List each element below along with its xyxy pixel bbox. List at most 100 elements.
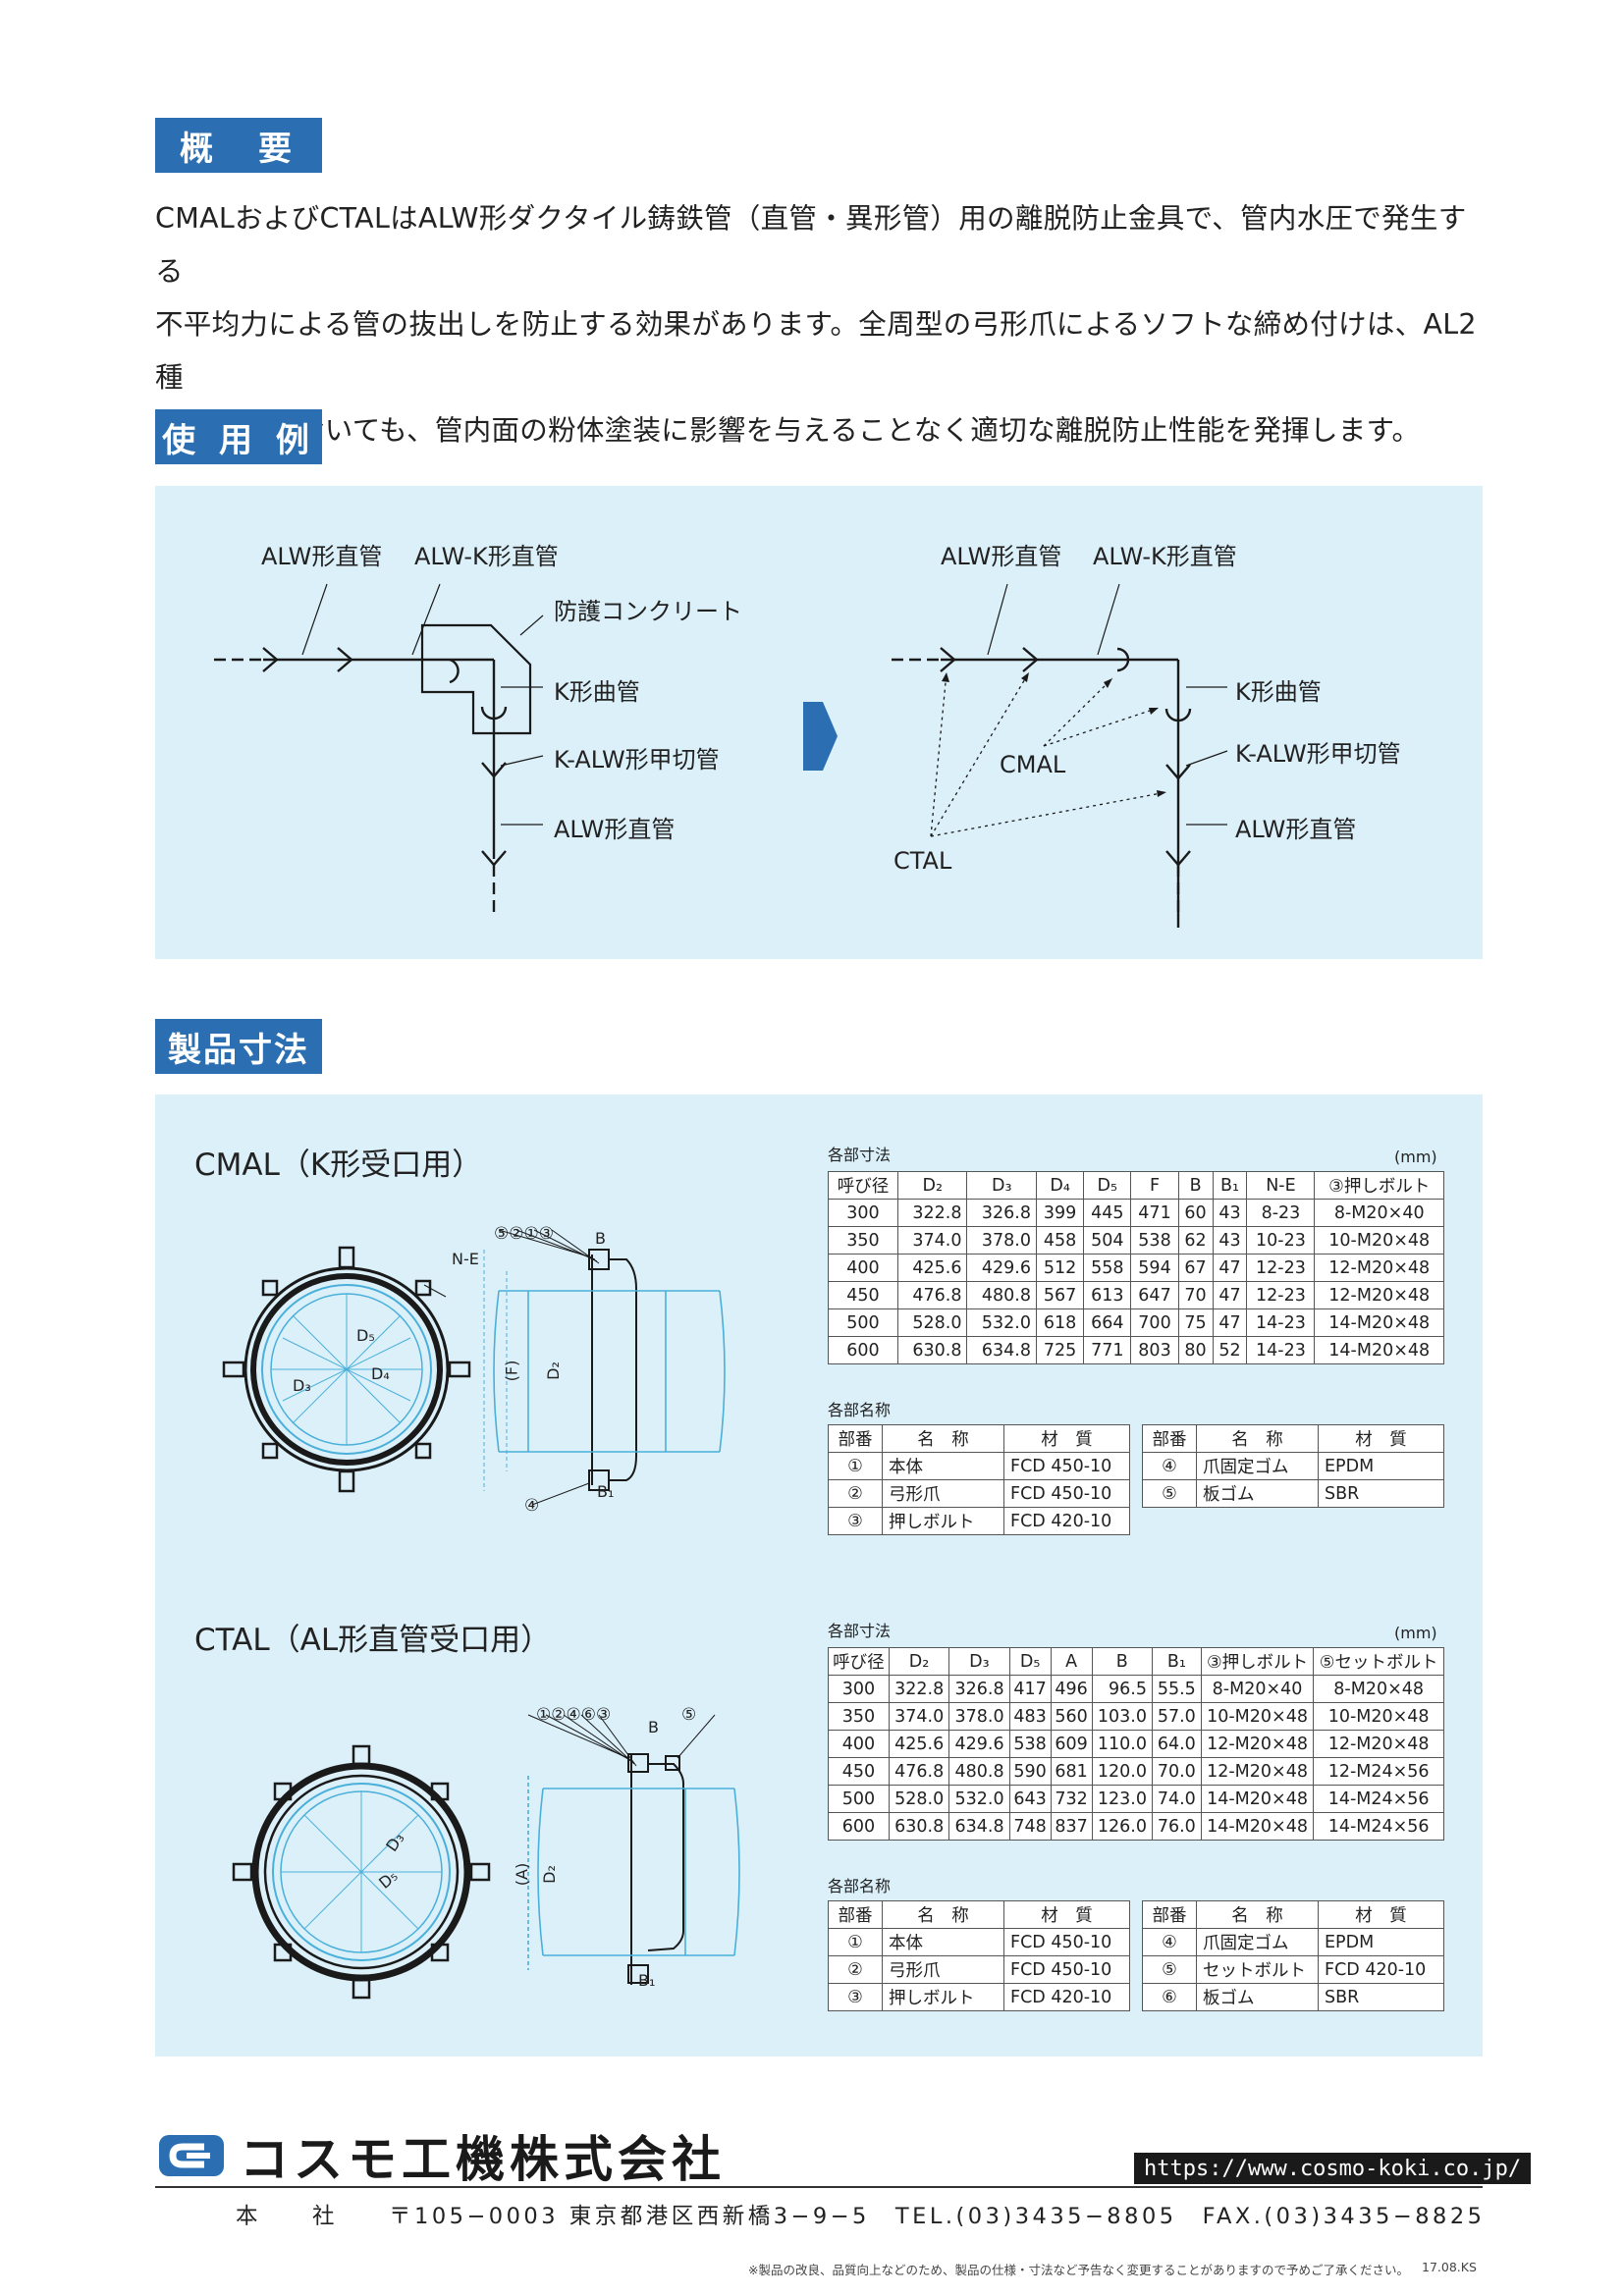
table-cell: 609: [1050, 1730, 1093, 1758]
col-header: 部番: [1142, 1424, 1197, 1453]
table-cell: 417: [1008, 1675, 1052, 1703]
table-cell: EPDM: [1318, 1452, 1444, 1480]
intro-line: CMALおよびCTALはALW形ダクタイル鋳鉄管（直管・異形管）用の離脱防止金具…: [155, 202, 1467, 288]
table-cell: ⑤: [1142, 1955, 1197, 1984]
table-cell: FCD 450-10: [1003, 1479, 1130, 1508]
ctal-label-b: B: [648, 1718, 659, 1736]
table-cell: 123.0: [1091, 1785, 1153, 1813]
section-heading-dimensions: 製品寸法: [155, 1019, 322, 1074]
col-header: D₅: [1083, 1171, 1132, 1200]
col-header: N-E: [1246, 1171, 1316, 1200]
label-concrete: 防護コンクリート: [554, 598, 742, 625]
document-code: 17.08.KS: [1422, 2260, 1477, 2274]
col-header: D₃: [948, 1647, 1010, 1676]
table-cell: 12-M20×48: [1314, 1281, 1444, 1309]
table-cell: 76.0: [1151, 1812, 1202, 1841]
table-cell: 12-M20×48: [1314, 1254, 1444, 1282]
table-cell: 630.8: [896, 1336, 968, 1364]
table-cell: 480.8: [966, 1281, 1037, 1309]
table-cell: 528.0: [888, 1785, 950, 1813]
ctal-unit: (mm): [1394, 1624, 1437, 1642]
col-header: ③押しボルト: [1200, 1647, 1315, 1676]
cmal-label-d4: D₄: [371, 1364, 390, 1383]
table-cell: 62: [1177, 1226, 1214, 1255]
head-office-address: 本 社 〒105−0003 東京都港区西新橋3−9−5 TEL.(03)3435…: [236, 2204, 1486, 2229]
col-header: 部番: [828, 1424, 883, 1453]
table-cell: 10-M20×48: [1314, 1226, 1444, 1255]
table-cell: 14-M20×48: [1314, 1336, 1444, 1364]
table-cell: 8-M20×48: [1313, 1675, 1444, 1703]
table-cell: 594: [1130, 1254, 1179, 1282]
table-cell: 300: [828, 1199, 898, 1227]
table-cell: 14-23: [1246, 1336, 1316, 1364]
disclaimer-note: ※製品の改良、品質向上などのため、製品の仕様・寸法など予告なく変更することがあり…: [748, 2263, 1409, 2277]
table-cell: 700: [1130, 1308, 1179, 1337]
table-cell: 10-M20×48: [1313, 1702, 1444, 1731]
company-logo: コスモ工機株式会社: [157, 2120, 726, 2191]
table-cell: 55.5: [1151, 1675, 1202, 1703]
table-cell: 374.0: [888, 1702, 950, 1731]
table-cell: 80: [1177, 1336, 1214, 1364]
table-cell: 528.0: [896, 1308, 968, 1337]
table-cell: 板ゴム: [1196, 1983, 1319, 2011]
table-cell: 押しボルト: [882, 1507, 1004, 1535]
table-cell: 496: [1050, 1675, 1093, 1703]
col-header: B: [1091, 1647, 1153, 1676]
table-cell: 480.8: [948, 1757, 1010, 1786]
table-cell: 425.6: [888, 1730, 950, 1758]
table-cell: 75: [1177, 1308, 1214, 1337]
table-cell: 押しボルト: [882, 1983, 1004, 2011]
table-cell: 52: [1212, 1336, 1248, 1364]
col-header: 部番: [1142, 1900, 1197, 1929]
ctal-callout: ①②④⑥③: [536, 1705, 612, 1725]
company-name: コスモ工機株式会社: [240, 2131, 726, 2188]
table-cell: 504: [1083, 1226, 1132, 1255]
table-cell: 本体: [882, 1928, 1004, 1956]
intro-line: の薄肉管においても、管内面の粉体塗装に影響を与えることなく適切な離脱防止性能を発…: [155, 414, 1421, 447]
dimensions-panel: CMAL（K形受口用）: [155, 1095, 1483, 2056]
table-cell: 476.8: [896, 1281, 968, 1309]
col-header: D₂: [888, 1647, 950, 1676]
table-cell: 400: [828, 1730, 890, 1758]
label-cmal: CMAL: [1000, 751, 1066, 778]
table-cell: 12-M24×56: [1313, 1757, 1444, 1786]
ctal-label-b1: B₁: [638, 1971, 656, 1990]
col-header: 名 称: [882, 1900, 1004, 1929]
table-cell: 322.8: [888, 1675, 950, 1703]
table-cell: FCD 420-10: [1003, 1507, 1130, 1535]
table-cell: 8-M20×40: [1200, 1675, 1315, 1703]
table-cell: ②: [828, 1955, 883, 1984]
table-cell: 60: [1177, 1199, 1214, 1227]
col-header: A: [1050, 1647, 1093, 1676]
table-cell: 429.6: [966, 1254, 1037, 1282]
col-header: 名 称: [882, 1424, 1004, 1453]
table-cell: 378.0: [948, 1702, 1010, 1731]
table-cell: 12-23: [1246, 1254, 1316, 1282]
table-cell: 57.0: [1151, 1702, 1202, 1731]
table-cell: 350: [828, 1702, 890, 1731]
usage-panel: ALW形直管 ALW-K形直管 防護コンクリート K形曲管 K-ALW形甲切管 …: [155, 486, 1483, 959]
website-link[interactable]: https://www.cosmo-koki.co.jp/: [1134, 2153, 1532, 2184]
col-header: B₁: [1151, 1647, 1202, 1676]
table-cell: 532.0: [948, 1785, 1010, 1813]
table-cell: EPDM: [1318, 1928, 1444, 1956]
table-cell: 567: [1035, 1281, 1085, 1309]
